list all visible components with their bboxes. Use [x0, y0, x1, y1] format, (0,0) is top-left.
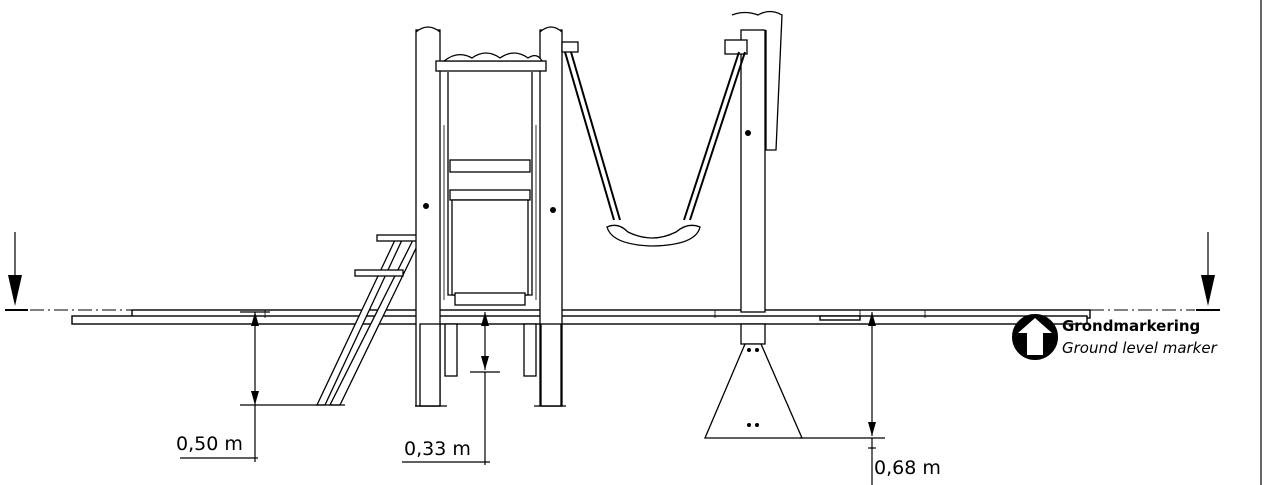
dimension-ladder-depth: 0,50 m: [176, 311, 300, 462]
tower: [415, 26, 566, 407]
ground-marker-subtitle: Ground level marker: [1062, 339, 1218, 357]
dimension-tower-depth: 0,33 m: [402, 312, 500, 465]
dimension-label-ladder: 0,50 m: [176, 433, 243, 455]
dimension-label-swing: 0,68 m: [874, 457, 941, 479]
swing-frame: [561, 10, 803, 439]
right-end-arrow: [1196, 232, 1220, 311]
ground-level-marker-icon: [1012, 314, 1058, 360]
left-end-arrow: [5, 232, 28, 311]
swing-seat: [564, 51, 746, 247]
dimension-swing-depth: 0,68 m: [800, 312, 941, 485]
ground-surface: [71, 309, 1091, 325]
ground-marker-title: Grondmarkering: [1062, 317, 1200, 335]
dimension-label-tower: 0,33 m: [404, 438, 471, 460]
